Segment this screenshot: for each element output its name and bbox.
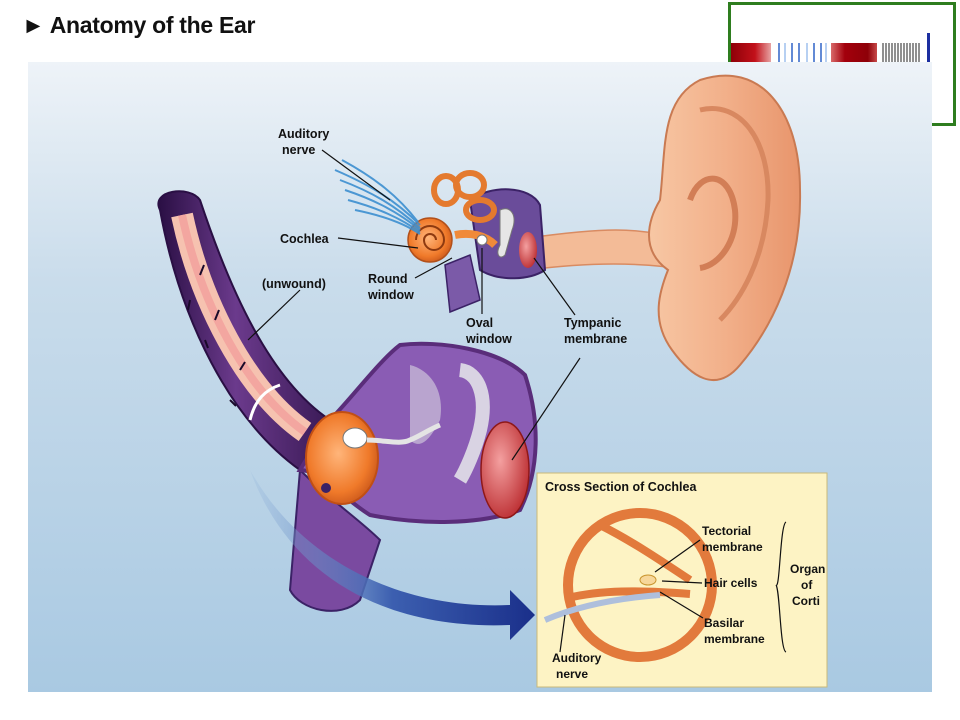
label-cochlea: Cochlea xyxy=(280,232,330,246)
label-oval-window-1: Oval xyxy=(466,316,493,330)
middle-ear-large xyxy=(288,341,538,612)
label-tectorial-1: Tectorial xyxy=(702,524,751,538)
label-basilar-2: membrane xyxy=(704,632,765,646)
label-auditory-nerve-1: Auditory xyxy=(278,127,329,141)
label-unwound: (unwound) xyxy=(262,277,326,291)
tympanic-membrane-large xyxy=(480,421,530,519)
oval-window-disk xyxy=(305,411,379,505)
label-oval-window-2: window xyxy=(465,332,512,346)
label-tympanic-1: Tympanic xyxy=(564,316,621,330)
tympanic-membrane-small xyxy=(519,232,537,268)
label-hair-cells: Hair cells xyxy=(704,576,758,590)
label-tympanic-2: membrane xyxy=(564,332,627,346)
label-cs-auditory-2: nerve xyxy=(556,667,588,681)
label-organ-2: of xyxy=(801,578,813,592)
diagram-title: ► Anatomy of the Ear xyxy=(22,12,256,38)
outer-ear xyxy=(527,74,802,382)
label-auditory-nerve-2: nerve xyxy=(282,143,315,157)
cross-section-heading: Cross Section of Cochlea xyxy=(545,480,697,494)
label-organ-3: Corti xyxy=(792,594,820,608)
label-round-window-2: window xyxy=(367,288,414,302)
label-basilar-1: Basilar xyxy=(704,616,744,630)
label-tectorial-2: membrane xyxy=(702,540,763,554)
label-round-window-1: Round xyxy=(368,272,408,286)
unwound-cochlea xyxy=(157,190,332,472)
label-cs-auditory-1: Auditory xyxy=(552,651,602,665)
zoom-arrow xyxy=(250,470,535,640)
label-organ-1: Organ xyxy=(790,562,825,576)
leader-lines xyxy=(247,149,787,653)
